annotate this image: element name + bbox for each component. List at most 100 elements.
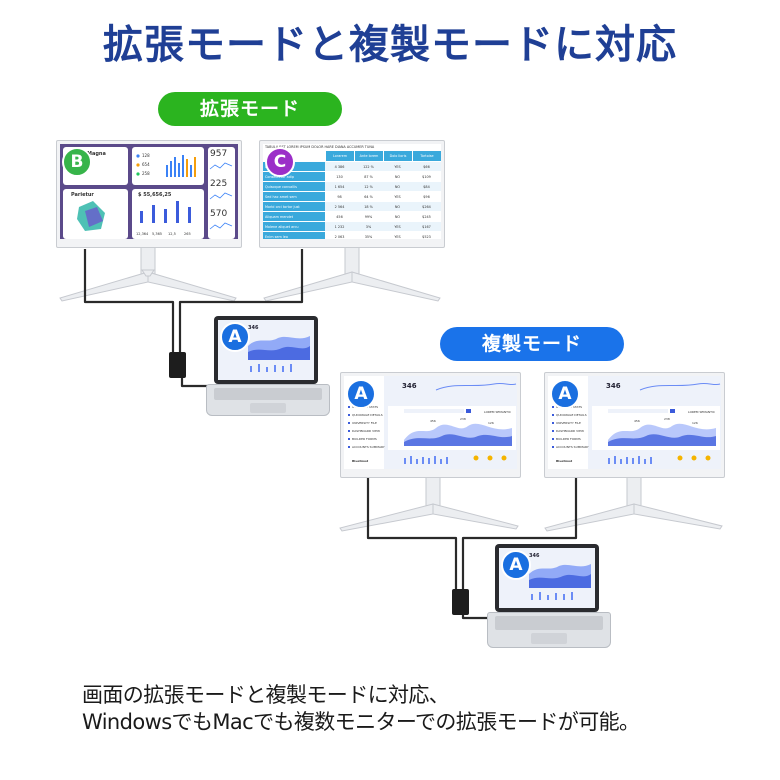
- card-title: Magna: [87, 151, 106, 157]
- table-screen-c: TABULA EST LOREM IPSUM DOLOR HARE DIANA …: [263, 144, 441, 239]
- caption-line-1: 画面の拡張モードと複製モードに対応、: [82, 683, 450, 707]
- mini-number: 12,364: [136, 232, 149, 236]
- adapter: [452, 589, 469, 615]
- table-row-label: Morbi orci tortor just: [263, 202, 325, 211]
- table-cell: YES: [383, 192, 412, 201]
- mini-number: 12,5: [168, 232, 176, 236]
- chart-tag: LOREM SEMANTIC: [688, 410, 715, 414]
- big-number: 346: [529, 553, 540, 559]
- table-column-header: Tortoise: [412, 151, 441, 161]
- stat-value: 128: [142, 153, 150, 158]
- badge-c: C: [265, 147, 295, 177]
- badge-a: A: [220, 322, 250, 352]
- monitor-extended-left: Magna 128 654 258 Parietur: [56, 140, 242, 248]
- table-cell: $84: [412, 182, 441, 191]
- table-row-label: Quisoque convallis: [263, 182, 325, 191]
- table-column-header: Lorarem: [325, 151, 354, 161]
- monitor-duplicate-right: 346 OVERVIEW STATS QUICKPAGE DETAILS UNI…: [544, 372, 725, 478]
- monitor-stand: [263, 243, 441, 302]
- table-cell: 456: [325, 212, 354, 221]
- badge-a: A: [550, 379, 580, 409]
- table-cell: $96: [412, 192, 441, 201]
- table-cell: YES: [383, 162, 412, 171]
- laptop-dashboard: 346: [248, 325, 310, 372]
- peak-label: 456: [634, 419, 640, 423]
- laptop-dashboard: 346: [529, 553, 591, 600]
- column-chart: 12,364 5,365 12,5 265: [136, 201, 191, 236]
- table-cell: 3%: [354, 222, 383, 231]
- menu-item: DASHBOARD VIEW: [556, 429, 584, 433]
- peak-label: 238: [460, 417, 466, 421]
- table-row-label: Sed hac amet sem: [263, 192, 325, 201]
- laptop-bottom: 346 A: [487, 544, 611, 650]
- peak-label: 238: [664, 417, 670, 421]
- caption-line-2: WindowsでもMacでも複数モニターでの拡張モードが可能。: [82, 710, 640, 734]
- page-title: 拡張モードと複製モードに対応: [103, 22, 677, 68]
- stat-big: 957: [210, 149, 228, 159]
- peak-label: 456: [430, 419, 436, 423]
- menu-item: BUILDER FORMS: [352, 437, 377, 441]
- big-number: 346: [402, 382, 417, 390]
- table-cell: $523: [412, 232, 441, 239]
- big-number: 346: [606, 382, 621, 390]
- monitor-stand: [544, 475, 723, 532]
- table-cell: NO: [383, 172, 412, 181]
- dashboard-screen-a: 346 OVERVIEW STATS QUICKPAGE DETAILS UNI…: [548, 376, 721, 469]
- table-cell: 1 232: [325, 222, 354, 231]
- table-cell: 18 %: [354, 202, 383, 211]
- table-cell: 99%: [354, 212, 383, 221]
- bar-chart: 128 654 258: [136, 153, 196, 177]
- duplicate-mode-label: 複製モード: [440, 327, 624, 361]
- table-cell: 87 %: [354, 172, 383, 181]
- monitor-stand: [59, 243, 237, 302]
- table-column-header: Ante lorem: [354, 151, 383, 161]
- table-cell: 122 %: [354, 162, 383, 171]
- chart-tag: LOREM SEMANTIC: [484, 410, 511, 414]
- table-cell: 98: [325, 192, 354, 201]
- table-cell: $245: [412, 212, 441, 221]
- stat-big: 225: [210, 179, 228, 189]
- menu-item: QUICKPAGE DETAILS: [352, 413, 383, 417]
- peak-label: 126: [488, 421, 494, 425]
- caption: 画面の拡張モードと複製モードに対応、 WindowsでもMacでも複数モニターで…: [82, 682, 762, 736]
- menu-item: BUILDER FORMS: [556, 437, 581, 441]
- badge-b: B: [62, 147, 92, 177]
- table-row-label: Enim sem leo: [263, 232, 325, 239]
- table-cell: 4 386: [325, 162, 354, 171]
- sparklines: [209, 162, 233, 230]
- card-title: Parietur: [71, 192, 94, 198]
- area-shape: [77, 201, 105, 231]
- table-column-header: Dolo lioris: [383, 151, 412, 161]
- mini-number: 265: [184, 232, 191, 236]
- extended-mode-label: 拡張モード: [158, 92, 342, 126]
- table-heading: TABULA EST LOREM IPSUM DOLOR HARE DIANA …: [265, 145, 375, 149]
- menu-item: UNIVERSITY FILE: [556, 421, 581, 425]
- badge-a: A: [501, 550, 531, 580]
- badge-a: A: [346, 379, 376, 409]
- section-label: Bluetmod: [352, 459, 368, 463]
- table-cell: YES: [383, 222, 412, 231]
- menu-item: UNIVERSITY FILE: [352, 421, 377, 425]
- dashboard-screen-b: Magna 128 654 258 Parietur: [60, 144, 238, 239]
- table-row-label: Molene aliquet arcu: [263, 222, 325, 231]
- laptop-top: 346 A: [206, 316, 330, 416]
- table-row-label: Consectetur adip: [263, 172, 325, 181]
- menu-item: DASHBOARD VIEW: [352, 429, 380, 433]
- menu-item: QUICKPAGE DETAILS: [556, 413, 587, 417]
- cable: [83, 249, 304, 388]
- table-cell: 2 063: [325, 232, 354, 239]
- table-cell: NO: [383, 202, 412, 211]
- peak-label: 126: [692, 421, 698, 425]
- table-cell: $264: [412, 202, 441, 211]
- table-cell: 1 654: [325, 182, 354, 191]
- table-cell: 130: [325, 172, 354, 181]
- monitor-stand: [339, 475, 519, 532]
- table-cell: 64 %: [354, 192, 383, 201]
